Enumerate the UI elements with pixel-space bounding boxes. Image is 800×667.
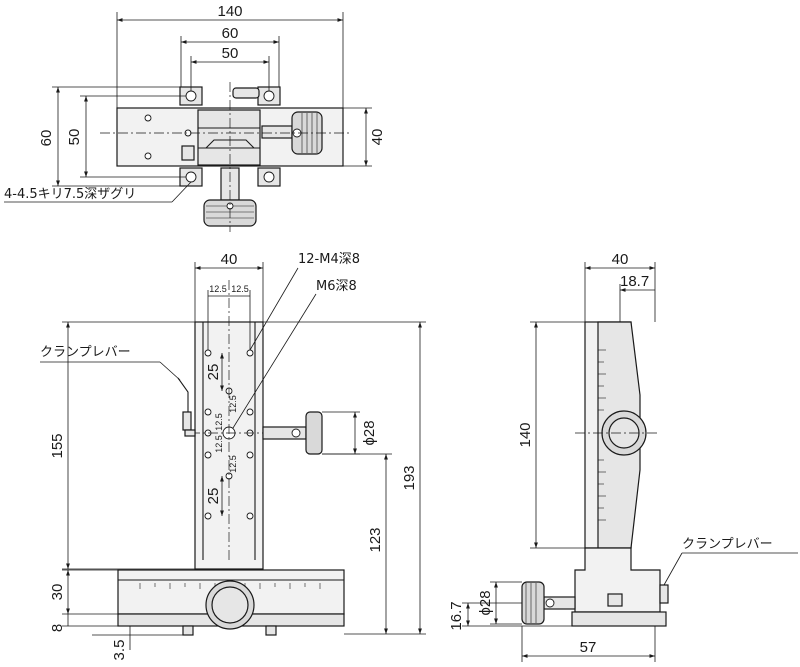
dim-pitch-left: 12.5 — [209, 284, 227, 294]
dim-pitch-right: 12.5 — [231, 284, 249, 294]
feed-screw — [261, 125, 293, 139]
knob-screw-icon — [291, 428, 301, 438]
feed-knob — [521, 581, 545, 625]
dim-overall-depth: 60 — [38, 130, 55, 147]
side-view: 40 18.7 140 クランプレバー ϕ28 16.7 57 — [448, 251, 798, 662]
clamp-lever-side — [181, 145, 195, 161]
dim-width-40: 40 — [612, 251, 629, 268]
dim-height-193: 193 — [401, 465, 418, 490]
clamp-lever — [659, 584, 669, 604]
dim-v-pitch: 12.5 — [214, 413, 224, 431]
dim-slot-x: 50 — [222, 45, 239, 62]
dim-height-123: 123 — [367, 527, 384, 552]
clamp-lever — [177, 377, 189, 412]
side-view-base-plate — [571, 611, 667, 627]
dim-v-pitch: 12.5 — [228, 455, 238, 473]
note-mount-holes: 4-4.5キリ7.5深ザグリ — [4, 187, 136, 202]
dim-16-7: 16.7 — [448, 601, 465, 630]
mount-hole — [185, 90, 197, 102]
dim-base-3-5: 3.5 — [111, 640, 128, 661]
dim-height-155: 155 — [49, 433, 66, 458]
dim-v-pitch: 12.5 — [214, 435, 224, 453]
knob-screw-icon — [545, 598, 555, 608]
dim-table-depth: 40 — [369, 129, 386, 146]
dim-base-30: 30 — [49, 584, 66, 601]
dim-overall-width: 140 — [217, 3, 242, 20]
mount-hole — [185, 171, 197, 183]
mount-hole — [263, 171, 275, 183]
tap-hole — [144, 114, 152, 122]
dim-hole-pitch-x: 60 — [222, 25, 239, 42]
clamp-lever-top — [232, 87, 260, 99]
label-m4: 12-M4深8 — [298, 252, 360, 267]
mount-hole — [263, 90, 275, 102]
base-scale — [139, 583, 321, 591]
dim-knob-dia: ϕ28 — [361, 420, 378, 445]
dim-upper-25: 25 — [205, 364, 222, 381]
front-view: 40 12.5 12.5 12-M4深8 M6深8 クランプレバー 25 25 … — [40, 251, 426, 660]
label-clamp-lever: クランプレバー — [40, 345, 131, 360]
tap-hole — [144, 152, 152, 160]
dim-offset-18-7: 18.7 — [620, 273, 649, 290]
feed-knob — [305, 411, 323, 455]
dim-lower-25: 25 — [205, 488, 222, 505]
top-view-slide — [197, 109, 261, 166]
foot — [182, 625, 194, 636]
foot — [265, 625, 277, 636]
side-label-clamp-lever: クランプレバー — [682, 537, 773, 552]
dim-column-width: 40 — [221, 251, 238, 268]
dim-hole-pitch-y: 50 — [66, 129, 83, 146]
label-m6: M6深8 — [316, 279, 357, 294]
top-view: 140 60 50 60 50 40 4-4.5キリ7.5深ザグリ — [4, 3, 386, 232]
dim-57: 57 — [580, 639, 597, 656]
dim-v-pitch: 12.5 — [228, 395, 238, 413]
dim-base-8: 8 — [49, 624, 66, 632]
side-scale — [598, 349, 606, 521]
dim-height-140: 140 — [517, 422, 534, 447]
clamp-lever-body — [182, 411, 192, 431]
